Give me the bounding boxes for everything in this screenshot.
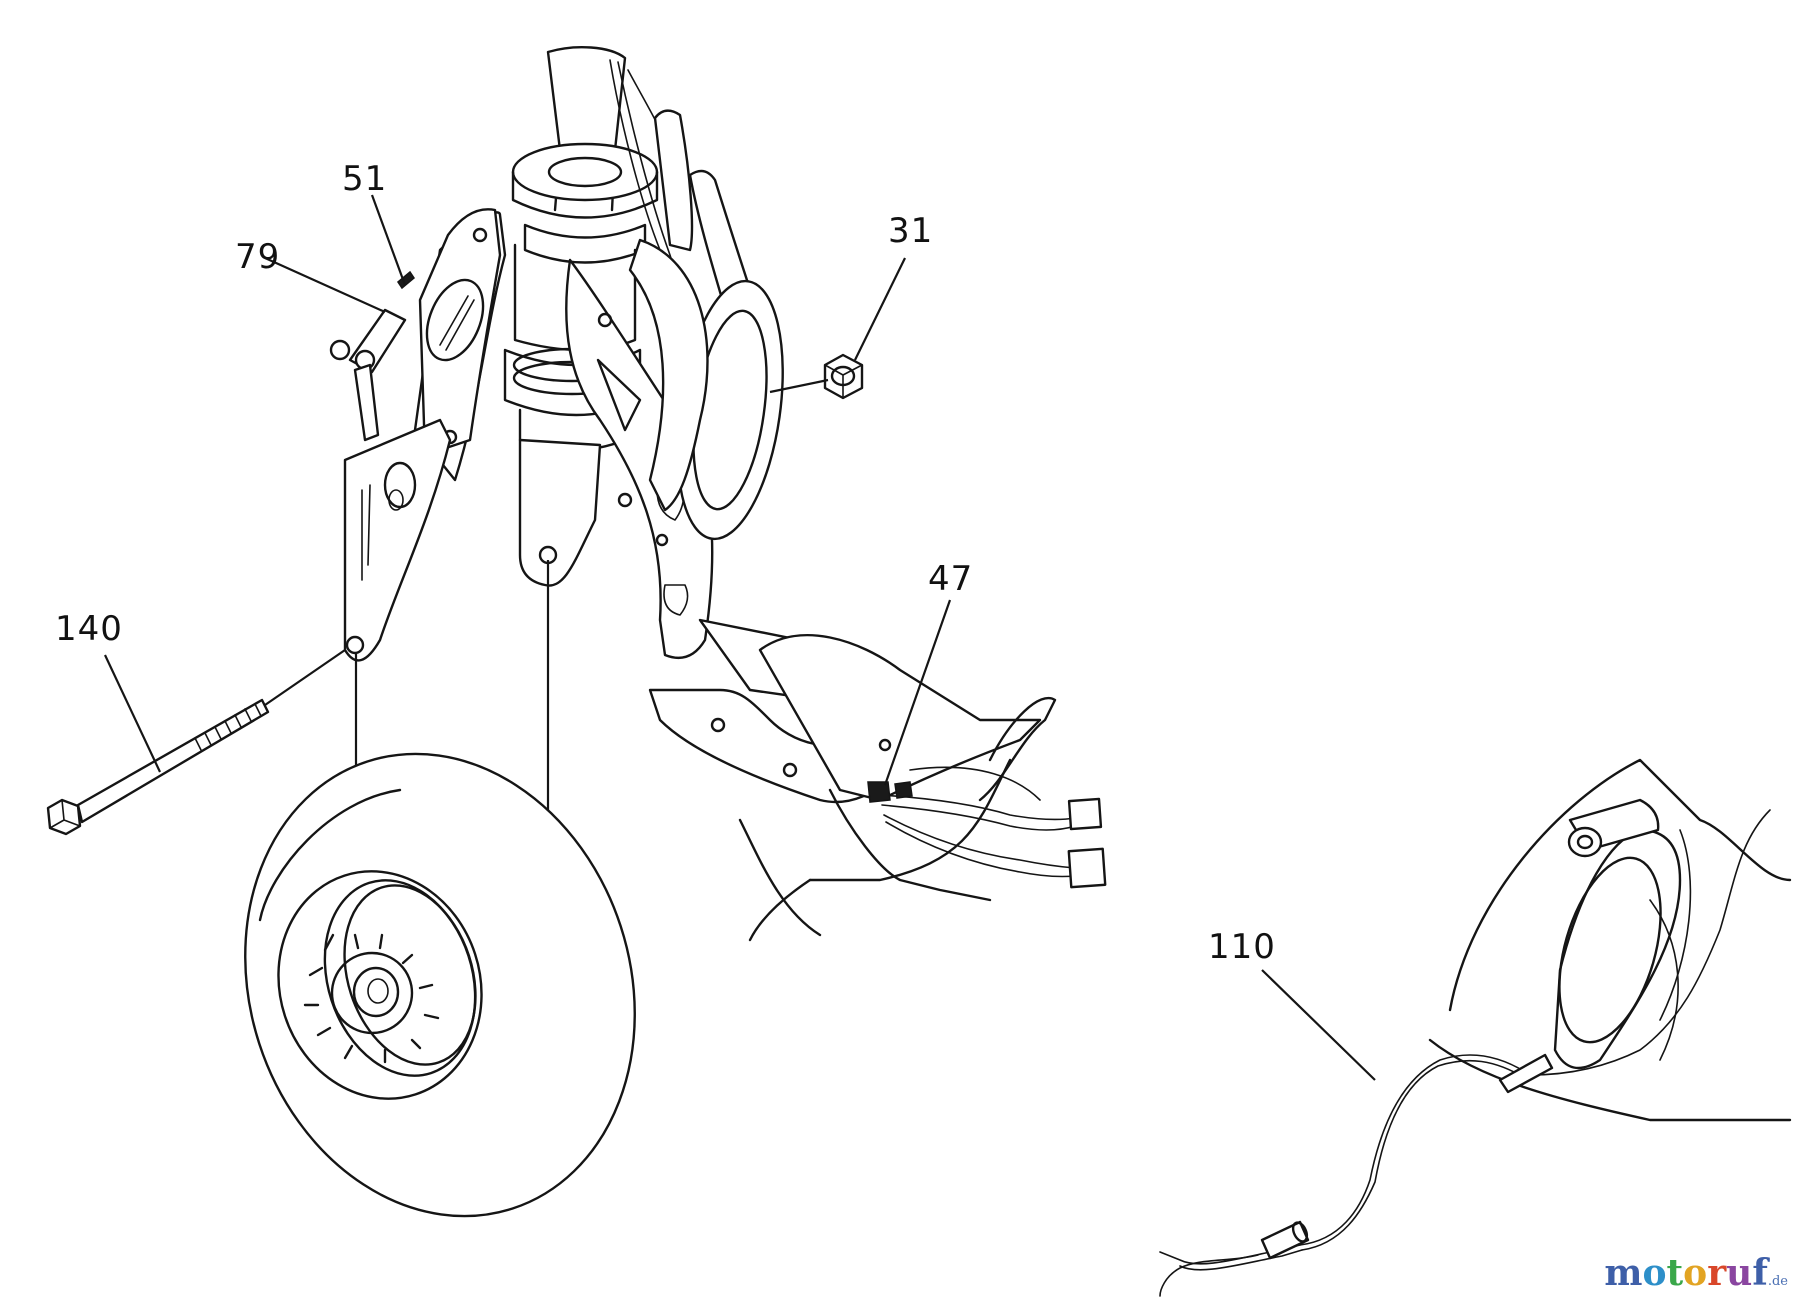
watermark-suffix: .de <box>1767 1274 1788 1289</box>
sensor-plug <box>1260 1220 1310 1260</box>
carriage-bolt <box>46 698 270 836</box>
watermark-letter: u <box>1726 1252 1753 1294</box>
connector-lower <box>1067 847 1107 889</box>
part-label-110: 110 <box>1208 927 1276 967</box>
leader-51 <box>370 194 407 286</box>
part-label-31: 31 <box>888 211 933 251</box>
part-label-79: 79 <box>235 237 280 277</box>
leader-lines <box>104 194 1376 1081</box>
leader-110 <box>1261 969 1376 1081</box>
watermark-letter: t <box>1666 1252 1684 1294</box>
watermark-letter: r <box>1707 1252 1727 1294</box>
part-label-51: 51 <box>342 159 387 199</box>
front-wheel <box>244 752 636 1218</box>
deck-mount-bracket <box>648 618 1042 937</box>
wiring-harness <box>867 781 1107 889</box>
left-fork-plate <box>413 208 507 482</box>
part-label-47: 47 <box>928 559 973 599</box>
watermark-letter: m <box>1604 1252 1643 1294</box>
connector-upper <box>1067 797 1103 831</box>
watermark-letter: o <box>1683 1252 1708 1294</box>
seat-switch-detail <box>1159 758 1792 1297</box>
mower-deck-edge <box>748 697 1057 942</box>
hex-nut <box>823 353 864 400</box>
left-lower-plate <box>343 418 452 662</box>
leader-140 <box>104 654 161 773</box>
leader-79 <box>264 256 386 314</box>
rim-slots <box>303 933 440 1064</box>
part-label-140: 140 <box>55 609 123 649</box>
tension-link <box>329 270 415 442</box>
watermark-letters: motoruf <box>1604 1252 1767 1294</box>
leader-31 <box>854 257 906 361</box>
leader-47 <box>883 599 952 786</box>
motoruf-watermark-logo: motoruf.de <box>1604 1252 1788 1294</box>
watermark-letter: f <box>1752 1252 1768 1294</box>
idler-pulley-assembly <box>628 109 784 541</box>
center-plate <box>518 438 602 587</box>
sensor-connector <box>1498 1053 1554 1094</box>
watermark-letter: o <box>1642 1252 1667 1294</box>
